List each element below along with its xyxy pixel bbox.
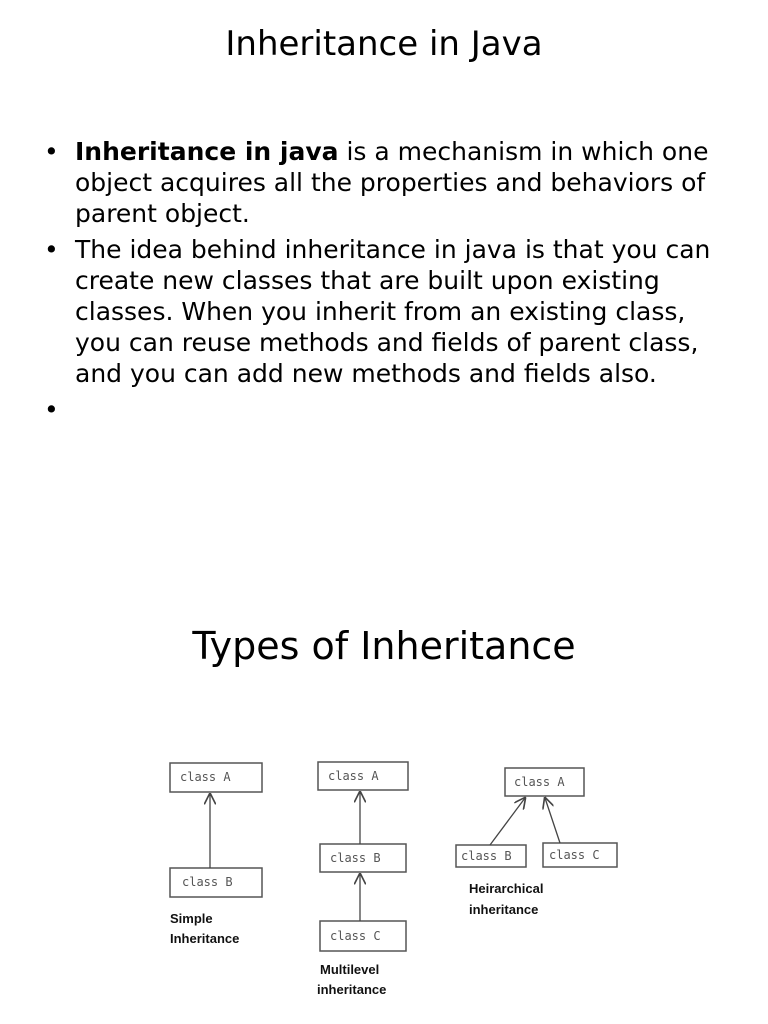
- multilevel-class-b-label: class B: [330, 851, 381, 865]
- multilevel-class-c-label: class C: [330, 929, 381, 943]
- hierarchical-arrow-b-to-a: [489, 798, 525, 846]
- bullet-list: Inheritance in java is a mechanism in wh…: [44, 136, 724, 430]
- hierarchical-caption-line1: Heirarchical: [469, 881, 543, 896]
- bullet-item-2: The idea behind inheritance in java is t…: [44, 234, 724, 389]
- hierarchical-class-b-box: [455, 844, 527, 868]
- simple-class-b-box: [169, 867, 263, 898]
- multilevel-caption-line2: inheritance: [317, 982, 386, 997]
- simple-inheritance-group: class A class B Simple Inheritance: [169, 762, 263, 946]
- simple-class-a-box: [169, 762, 263, 793]
- simple-class-b-label: class B: [182, 875, 233, 889]
- bullet-text: is a mechanism in which one object acqui…: [75, 137, 709, 228]
- simple-caption-line1: Simple: [170, 911, 213, 926]
- simple-caption-line2: Inheritance: [170, 931, 239, 946]
- hierarchical-class-b-label: class B: [461, 849, 512, 863]
- hierarchical-class-c-label: class C: [549, 848, 600, 862]
- bullet-text: The idea behind inheritance in java is t…: [75, 235, 711, 388]
- slide-inheritance-in-java: Inheritance in Java Inheritance in java …: [0, 0, 768, 560]
- hierarchical-arrow-c-to-a: [545, 798, 561, 844]
- hierarchical-class-a-label: class A: [514, 775, 565, 789]
- multilevel-class-a-box: [317, 761, 409, 791]
- bullet-item-1: Inheritance in java is a mechanism in wh…: [44, 136, 724, 229]
- bullet-item-3-empty: [44, 394, 724, 425]
- bullet-bold-text: Inheritance in java: [75, 137, 339, 166]
- multilevel-inheritance-group: class A class B class C Multilevel inher…: [317, 761, 409, 997]
- multilevel-class-a-label: class A: [328, 769, 379, 783]
- hierarchical-inheritance-group: class A class B class C Heirarchical inh…: [455, 767, 618, 917]
- hierarchical-class-c-box: [542, 842, 618, 868]
- slide-types-of-inheritance: Types of Inheritance class A class B Sim…: [0, 580, 768, 1024]
- multilevel-class-c-box: [319, 920, 407, 952]
- simple-class-a-label: class A: [180, 770, 231, 784]
- slide-title: Types of Inheritance: [192, 624, 576, 668]
- inheritance-types-diagram: class A class B Simple Inheritance class…: [169, 761, 618, 997]
- slide-title: Inheritance in Java: [225, 24, 543, 64]
- hierarchical-caption-line2: inheritance: [469, 902, 538, 917]
- multilevel-class-b-box: [319, 843, 407, 873]
- multilevel-caption-line1: Multilevel: [320, 962, 379, 977]
